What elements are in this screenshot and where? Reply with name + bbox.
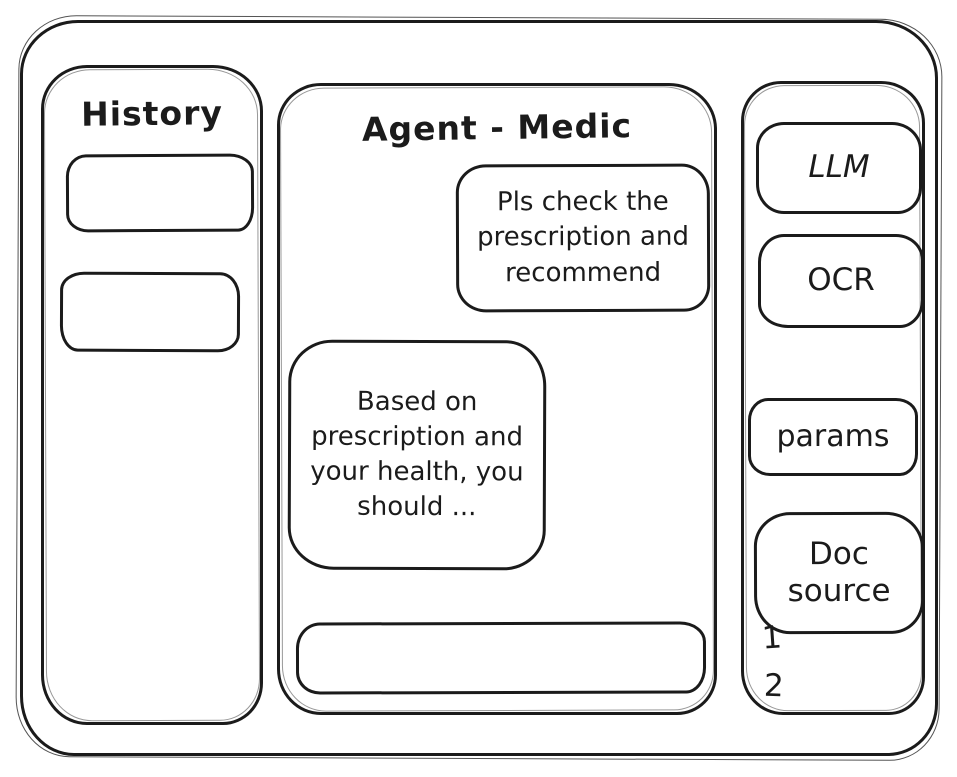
- assistant-message-bubble: Based on prescription and your health, y…: [287, 339, 547, 571]
- history-item[interactable]: [59, 271, 241, 353]
- chat-panel: Agent - Medic Pls check the prescription…: [277, 83, 717, 715]
- params-button-label: params: [776, 419, 890, 454]
- doc-source-item-1[interactable]: 1: [760, 619, 783, 657]
- chat-panel-title: Agent - Medic: [361, 106, 633, 149]
- assistant-message-text: Based on prescription and your health, y…: [310, 386, 524, 523]
- ocr-button-label: OCR: [807, 262, 875, 299]
- history-panel-title: History: [80, 93, 224, 134]
- user-message-bubble: Pls check the prescription and recommend: [455, 163, 711, 313]
- tools-panel: LLM OCR params Doc source 1 2: [741, 81, 925, 715]
- params-button[interactable]: params: [748, 398, 918, 476]
- llm-button[interactable]: LLM: [756, 122, 922, 214]
- llm-button-label: LLM: [808, 149, 870, 186]
- user-message-text: Pls check the prescription and recommend: [477, 187, 689, 288]
- doc-source-button[interactable]: Doc source: [753, 511, 925, 635]
- doc-source-button-label: Doc source: [787, 535, 891, 610]
- chat-message-input[interactable]: [295, 621, 707, 695]
- app-window-frame: History Agent - Medic Pls check the pres…: [20, 20, 938, 756]
- ocr-button[interactable]: OCR: [758, 234, 924, 328]
- doc-source-item-2[interactable]: 2: [763, 667, 785, 705]
- history-panel: History: [41, 65, 263, 725]
- history-item[interactable]: [65, 153, 255, 233]
